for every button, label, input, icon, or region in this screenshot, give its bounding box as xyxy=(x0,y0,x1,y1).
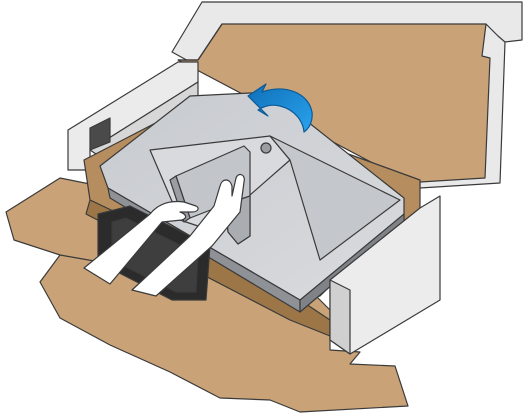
illustration-canvas xyxy=(0,0,524,416)
monitor-setup-illustration xyxy=(0,0,524,416)
